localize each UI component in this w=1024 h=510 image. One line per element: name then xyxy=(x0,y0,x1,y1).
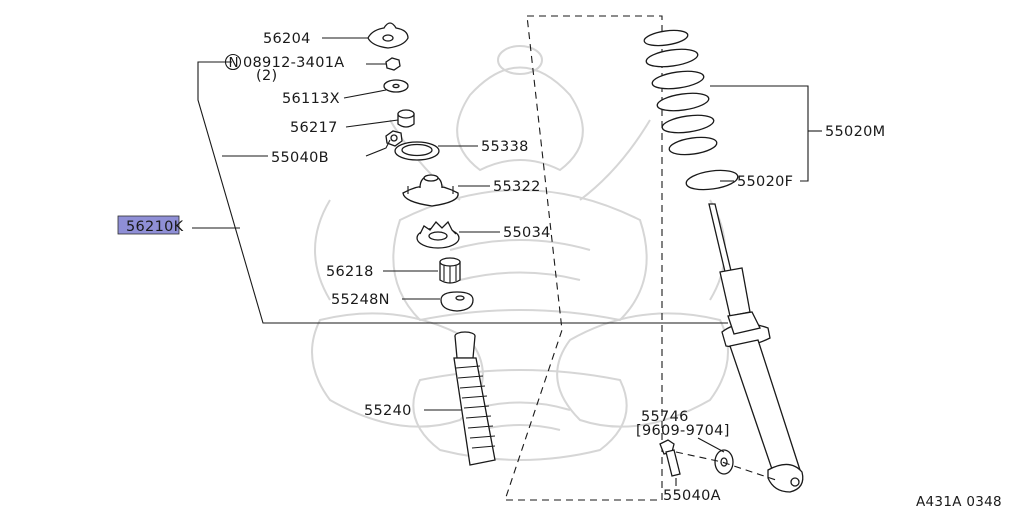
dust-cover-55240 xyxy=(453,331,496,466)
washer-56113x xyxy=(383,79,409,93)
label-56210k[interactable]: 56210K xyxy=(126,219,184,235)
label-55040a: 55040A xyxy=(663,488,721,504)
label-56113x: 56113X xyxy=(282,91,340,107)
label-55746-range: [9609-9704] xyxy=(636,423,730,439)
part-labels: 56204 N 08912-3401A (2) 56113X 56217 550… xyxy=(117,31,1002,510)
label-55040b: 55040B xyxy=(271,150,329,166)
label-56217: 56217 xyxy=(290,120,338,136)
label-08912-qty: (2) xyxy=(256,68,277,84)
label-55746: 55746 xyxy=(641,409,689,425)
label-55338: 55338 xyxy=(481,139,529,155)
coil-spring-55020m xyxy=(643,29,718,156)
rubber-seat-55248n xyxy=(440,291,474,312)
seal-55338 xyxy=(394,141,440,161)
label-56218: 56218 xyxy=(326,264,374,280)
label-56204: 56204 xyxy=(263,31,311,47)
mounting-bracket-55322 xyxy=(402,174,459,207)
assembly-bracket xyxy=(192,61,728,324)
label-55020m: 55020M xyxy=(825,124,885,140)
shock-absorber xyxy=(708,203,804,493)
label-55034: 55034 xyxy=(503,225,551,241)
nut-55040b xyxy=(385,130,403,147)
leader-lines xyxy=(322,37,822,486)
spring-seat-55034 xyxy=(416,220,460,249)
label-n-marker: N xyxy=(229,55,239,71)
bushing-56217 xyxy=(397,109,415,128)
nut-08912 xyxy=(385,57,401,71)
mount-insulator-56204 xyxy=(367,22,409,49)
bolt-55040a xyxy=(659,439,777,481)
label-55322: 55322 xyxy=(493,179,541,195)
diagram-code: A431A 0348 xyxy=(916,494,1002,510)
bumper-56218 xyxy=(439,257,461,284)
label-55240: 55240 xyxy=(364,403,412,419)
n-circle-icon xyxy=(224,53,242,71)
label-08912-3401a: 08912-3401A xyxy=(243,55,344,71)
spring-dashed-outline xyxy=(504,15,663,501)
spring-insulator-55020f xyxy=(685,169,739,191)
washer-55746 xyxy=(714,449,734,475)
label-55020f: 55020F xyxy=(737,174,793,190)
label-55248n: 55248N xyxy=(331,292,390,308)
highlight-box-56210k[interactable] xyxy=(117,215,180,235)
